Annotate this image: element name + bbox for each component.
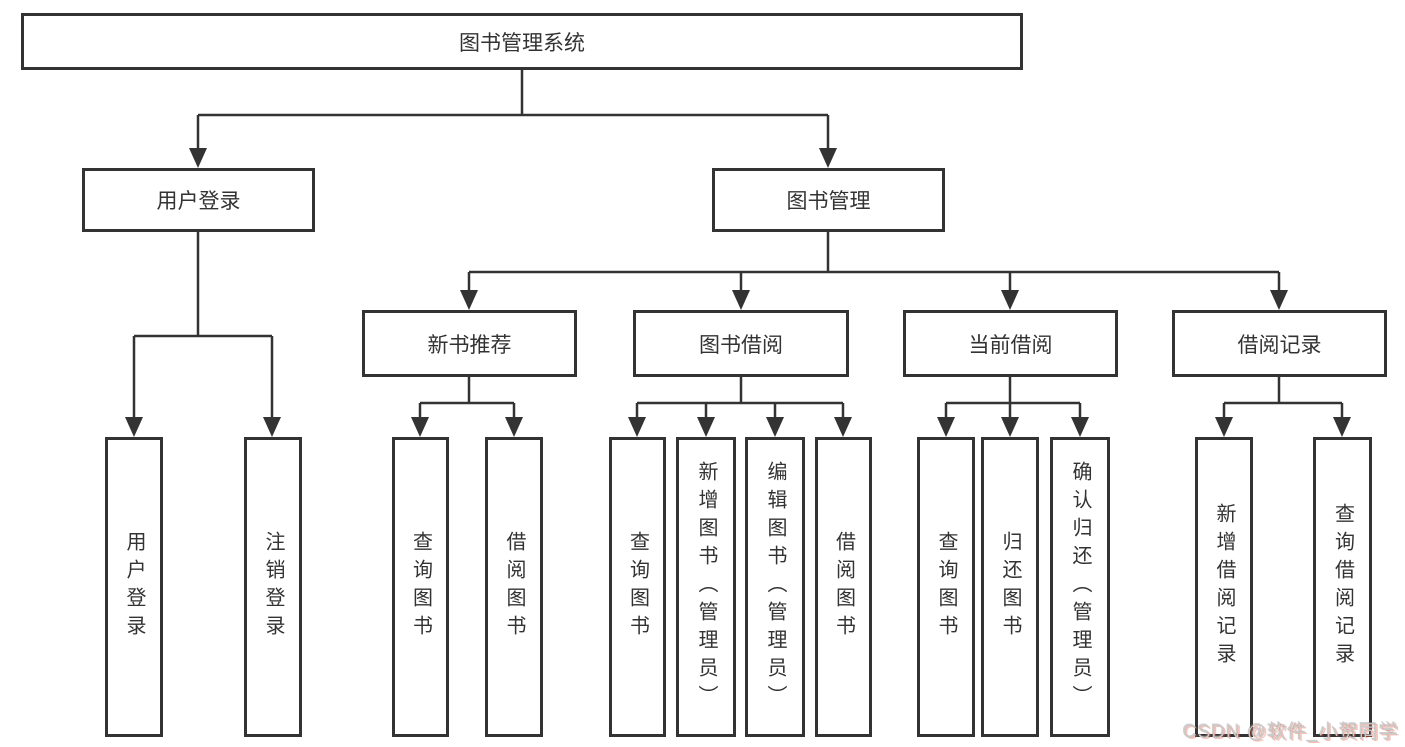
node-library-management-system: 图书管理系统 [21,13,1023,70]
node-book-management-module: 图书管理 [712,168,945,232]
node-label: 当前借阅 [968,333,1053,357]
leaf-edit-book-admin: 编辑图书（管理员） [745,437,805,737]
node-book-borrowing: 图书借阅 [633,310,849,377]
leaf-logout: 注销登录 [244,437,302,737]
leaf-label: 注销登录 [262,531,284,643]
leaf-query-book-recommend: 查询图书 [392,437,449,737]
leaf-return-book: 归还图书 [981,437,1039,737]
leaf-label: 查询图书 [626,531,649,643]
node-user-login-module: 用户登录 [82,168,315,232]
leaf-label: 确认归还（管理员） [1069,461,1091,713]
arrowhead-icons [125,148,1351,437]
connector-lines [132,70,1344,419]
node-label: 图书管理系统 [459,31,585,55]
node-current-borrowing: 当前借阅 [903,310,1118,377]
leaf-label: 归还图书 [999,531,1021,643]
leaf-query-book-current: 查询图书 [917,437,975,737]
node-label: 新书推荐 [427,333,512,357]
node-borrowing-records: 借阅记录 [1172,310,1387,377]
leaf-label: 新增图书（管理员） [695,461,717,713]
node-label: 图书管理 [786,190,871,213]
leaf-label: 查询借阅记录 [1331,503,1354,671]
leaf-label: 新增借阅记录 [1213,503,1235,671]
node-new-book-recommend: 新书推荐 [362,310,577,377]
node-label: 图书借阅 [699,333,783,357]
leaf-confirm-return-admin: 确认归还（管理员） [1050,437,1110,737]
node-label: 借阅记录 [1237,333,1322,357]
leaf-borrow-book: 借阅图书 [815,437,872,737]
leaf-label: 借阅图书 [503,531,525,643]
csdn-watermark: CSDN @软件_小贺同学 [1183,722,1399,743]
leaf-borrow-book-recommend: 借阅图书 [485,437,543,737]
leaf-user-login: 用户登录 [105,437,163,737]
leaf-label: 借阅图书 [832,531,855,643]
leaf-label: 编辑图书（管理员） [764,461,786,713]
leaf-label: 用户登录 [123,531,145,643]
leaf-query-book-borrow: 查询图书 [609,437,666,737]
leaf-label: 查询图书 [409,531,432,643]
node-label: 用户登录 [156,190,241,213]
leaf-label: 查询图书 [935,531,957,643]
leaf-query-borrow-record: 查询借阅记录 [1313,437,1372,737]
leaf-add-borrow-record: 新增借阅记录 [1195,437,1253,737]
leaf-add-book-admin: 新增图书（管理员） [676,437,736,737]
